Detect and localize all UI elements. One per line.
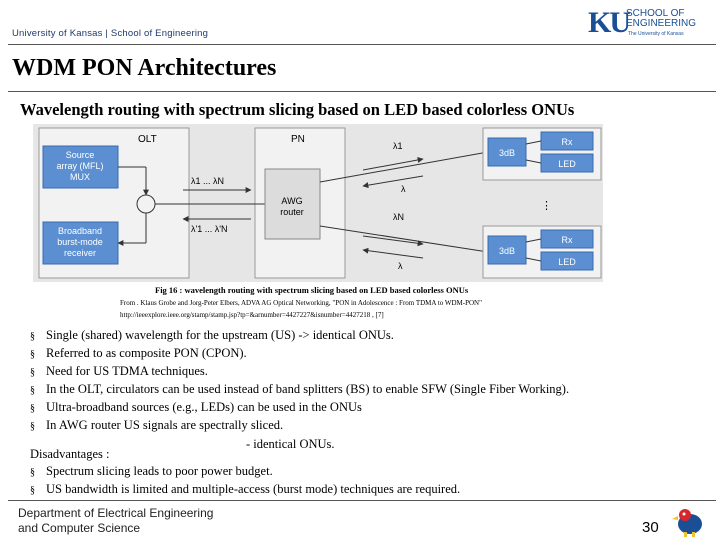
pn-label: PN <box>291 134 305 145</box>
onu-n-splitter <box>487 235 527 265</box>
disadvantages-heading: Disadvantages : <box>30 447 110 461</box>
footer-divider <box>8 500 716 501</box>
receiver-label-3: receiver <box>64 248 96 258</box>
lambda-bottom-label: λ'1 ... λ'N <box>191 224 227 234</box>
list-item: § Single (shared) wavelength for the upst… <box>30 327 569 345</box>
slide-title: WDM PON Architectures <box>12 55 277 81</box>
ku-logo: KU SCHOOL OF ENGINEERING The University … <box>588 6 708 40</box>
lambda-mid1-label: λ <box>401 184 406 194</box>
lambda-n-label: λN <box>393 212 404 222</box>
footer-dept-line2: and Computer Science <box>18 521 141 535</box>
architecture-diagram: OLT PN Source array (MFL) MUX Broadband … <box>38 127 602 279</box>
bullet-marker: § <box>30 367 35 379</box>
institution-header: University of Kansas | School of Enginee… <box>12 28 209 39</box>
bullet-marker: § <box>30 331 35 342</box>
source-label-1: Source <box>66 150 95 160</box>
footer-department: Department of Electrical Engineering and… <box>18 506 213 536</box>
list-item: § Spectrum slicing leads to poor power bu… <box>30 463 460 481</box>
awg-label-2: router <box>280 207 304 217</box>
onu-1-rx-label: Rx <box>562 137 573 147</box>
list-item: § Need for US TDMA techniques. <box>30 363 569 381</box>
architecture-figure: OLT PN Source array (MFL) MUX Broadband … <box>33 124 603 282</box>
lambda-mid2-label: λ <box>398 261 403 271</box>
bullet-text: Referred to as composite PON (CPON). <box>46 346 247 361</box>
bullet-text: Ultra-broadband sources (e.g., LEDs) can… <box>46 400 362 415</box>
receiver-label-1: Broadband <box>58 226 102 236</box>
list-item: § US bandwidth is limited and multiple-ac… <box>30 481 460 499</box>
slide-subtitle: Wavelength routing with spectrum slicing… <box>20 100 575 119</box>
source-label-3: MUX <box>70 172 90 182</box>
list-item: § In the OLT, circulators can be used ins… <box>30 381 569 399</box>
receiver-label-2: burst-mode <box>57 237 103 247</box>
lambda-top-label: λ1 ... λN <box>191 176 224 186</box>
bullet-text: US bandwidth is limited and multiple-acc… <box>46 482 461 497</box>
bullet-marker: § <box>30 385 35 397</box>
list-item: § Ultra-broadband sources (e.g., LEDs) ca… <box>30 399 569 417</box>
bullet-text: In the OLT, circulators can be used inst… <box>46 382 570 397</box>
onu-1-db-label: 3dB <box>499 148 515 158</box>
footer-dept-line1: Department of Electrical Engineering <box>18 506 214 520</box>
ku-logo-line2: ENGINEERING <box>626 18 697 29</box>
bullet-marker: § <box>30 485 35 497</box>
bullet-text: Spectrum slicing leads to poor power bud… <box>46 464 273 479</box>
ku-logo-mark: KU <box>588 6 631 39</box>
onu-n-led-label: LED <box>558 257 576 267</box>
bullet-marker: § <box>30 421 35 433</box>
awg-router-box <box>264 168 321 240</box>
page-number: 30 <box>642 519 659 536</box>
onu-n-db-label: 3dB <box>499 246 515 256</box>
lambda-1-label: λ1 <box>393 141 403 151</box>
ku-logo-tagline: The University of Kansas <box>628 31 684 37</box>
olt-label: OLT <box>138 134 157 145</box>
bullet-marker: § <box>30 349 35 361</box>
list-item: § Referred to as composite PON (CPON). <box>30 345 569 363</box>
figure-caption: Fig 16 : wavelength routing with spectru… <box>155 285 469 295</box>
onu-1-led-label: LED <box>558 159 576 169</box>
more-onus-ellipsis: ⋮ <box>541 200 552 212</box>
onu-n-rx-label: Rx <box>562 235 573 245</box>
jayhawk-mascot-icon <box>670 507 710 537</box>
credit-line-1: From . Klaus Grobe and Jorg-Peter Elbers… <box>120 299 482 307</box>
bullet-text: Need for US TDMA techniques. <box>46 364 208 379</box>
bullet-marker: § <box>30 403 35 415</box>
receiver-box <box>42 221 119 265</box>
header-divider <box>8 44 716 45</box>
bullet-list: § Single (shared) wavelength for the upst… <box>30 327 569 453</box>
onu-1-splitter <box>487 137 527 167</box>
title-divider <box>8 91 716 92</box>
bullet-marker: § <box>30 467 35 479</box>
bullet-text: In AWG router US signals are spectrally … <box>46 418 284 433</box>
credit-line-2: http://ieeexplore.ieee.org/stamp/stamp.j… <box>120 311 384 319</box>
awg-label-1: AWG <box>281 196 302 206</box>
figure-credit: From . Klaus Grobe and Jorg-Peter Elbers… <box>120 297 610 321</box>
list-item: § In AWG router US signals are spectrally… <box>30 417 569 435</box>
ku-logo-line1: SCHOOL OF <box>626 8 685 19</box>
bullet-continuation: - identical ONUs. <box>246 436 335 451</box>
bullet-text: Single (shared) wavelength for the upstr… <box>46 328 394 342</box>
disadvantages-section: Disadvantages : § Spectrum slicing leads … <box>30 446 460 499</box>
source-label-2: array (MFL) <box>57 161 104 171</box>
